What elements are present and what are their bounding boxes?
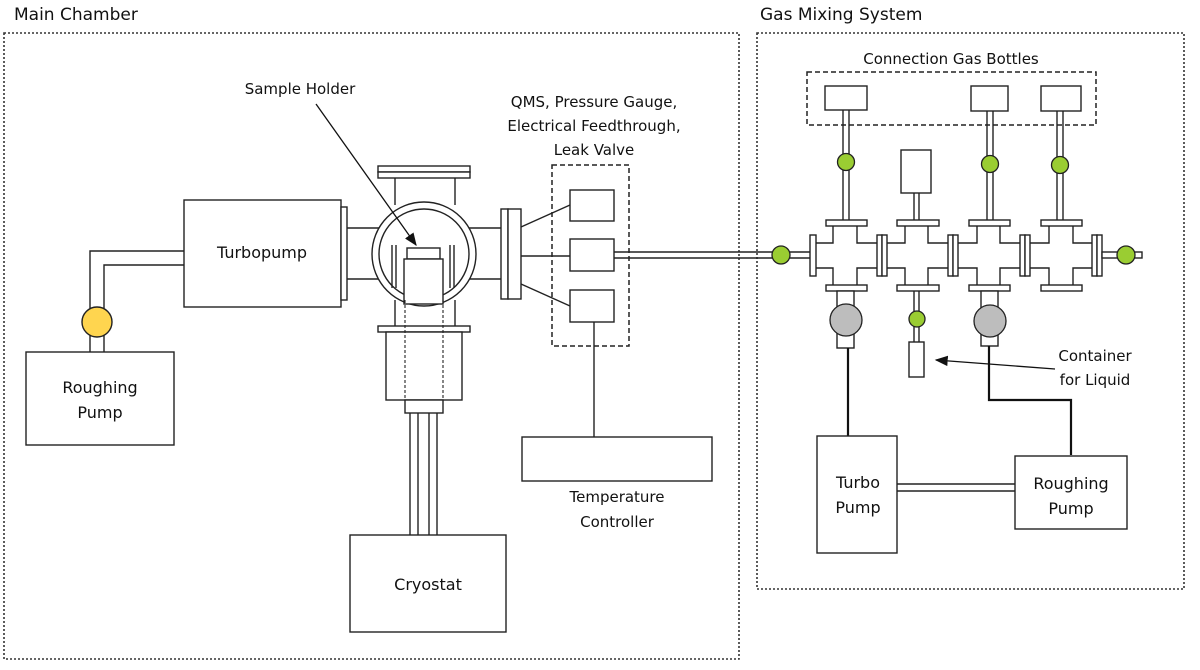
main-chamber-title: Main Chamber bbox=[14, 5, 138, 25]
temp-controller-label-2: Controller bbox=[580, 513, 655, 531]
main-chamber-frame bbox=[3, 32, 740, 660]
cryostat-label: Cryostat bbox=[394, 575, 462, 594]
gas-mixing-frame bbox=[756, 32, 1185, 590]
liquid-valve bbox=[908, 310, 926, 328]
liquid-feed bbox=[908, 291, 926, 378]
gms-foreline bbox=[897, 483, 1015, 492]
container-label-1: Container bbox=[1058, 347, 1132, 365]
turbo-pump-gms-label-2: Pump bbox=[835, 498, 880, 517]
sample-holder-arrow bbox=[315, 103, 417, 247]
roughing-pump-gms-label-2: Pump bbox=[1048, 499, 1093, 518]
gas-bottle-1 bbox=[824, 85, 868, 111]
roughing-pump-main-label-2: Pump bbox=[77, 403, 122, 422]
port-connections bbox=[520, 204, 571, 307]
roughing-line bbox=[987, 346, 1073, 455]
ports-label-1: QMS, Pressure Gauge, bbox=[511, 93, 677, 111]
temperature-controller: Temperature Controller bbox=[521, 436, 713, 531]
roughing-pump-gms-label-1: Roughing bbox=[1033, 474, 1108, 493]
container-label-2: for Liquid bbox=[1060, 371, 1131, 389]
sample-holder-label: Sample Holder bbox=[245, 80, 356, 98]
gas-bottles-label: Connection Gas Bottles bbox=[863, 50, 1039, 68]
sample-holder bbox=[391, 245, 455, 305]
gas-bottles-frame bbox=[806, 71, 1097, 126]
pump-gate-1 bbox=[829, 290, 863, 349]
gas-bottle-3 bbox=[1040, 85, 1082, 112]
outlet-valve-green bbox=[1116, 245, 1136, 265]
foreline bbox=[89, 250, 184, 352]
roughing-pump-main-label-1: Roughing bbox=[62, 378, 137, 397]
turbopump-main: Turbopump bbox=[183, 199, 348, 308]
cryostat-housing bbox=[385, 300, 463, 535]
turbo-pump-gms-label-1: Turbo bbox=[835, 473, 880, 492]
temp-controller-label-1: Temperature bbox=[568, 488, 664, 506]
turbo-pump-gms: Turbo Pump bbox=[816, 435, 898, 554]
manifold bbox=[809, 219, 1143, 292]
pump-gate-2 bbox=[973, 290, 1007, 347]
gate-valve-1 bbox=[829, 303, 863, 337]
port-pressure-gauge bbox=[569, 238, 615, 272]
turbopump-main-label: Turbopump bbox=[216, 243, 307, 262]
gas-reservoir bbox=[900, 149, 932, 194]
roughing-valve-yellow bbox=[81, 306, 113, 338]
inlet-valve-green bbox=[771, 245, 791, 265]
ports-label-3: Leak Valve bbox=[554, 141, 635, 159]
gas-bottle-2 bbox=[970, 85, 1009, 112]
port-qms bbox=[569, 189, 615, 222]
bottle-valve-3 bbox=[1050, 155, 1070, 175]
roughing-pump-gms: Roughing Pump bbox=[1014, 455, 1128, 530]
liquid-container bbox=[908, 341, 925, 378]
port-feedthrough bbox=[569, 289, 615, 323]
gas-mixing-title: Gas Mixing System bbox=[760, 5, 922, 25]
cryostat: Cryostat bbox=[349, 534, 507, 633]
container-arrow bbox=[934, 355, 1056, 370]
bottle-feed-lines bbox=[842, 110, 1064, 220]
bottle-valve-2 bbox=[980, 154, 1000, 174]
ports-label-2: Electrical Feedthrough, bbox=[507, 117, 680, 135]
gate-valve-2 bbox=[973, 304, 1007, 338]
roughing-pump-main: Roughing Pump bbox=[25, 351, 175, 446]
bottle-valve-1 bbox=[836, 152, 856, 172]
